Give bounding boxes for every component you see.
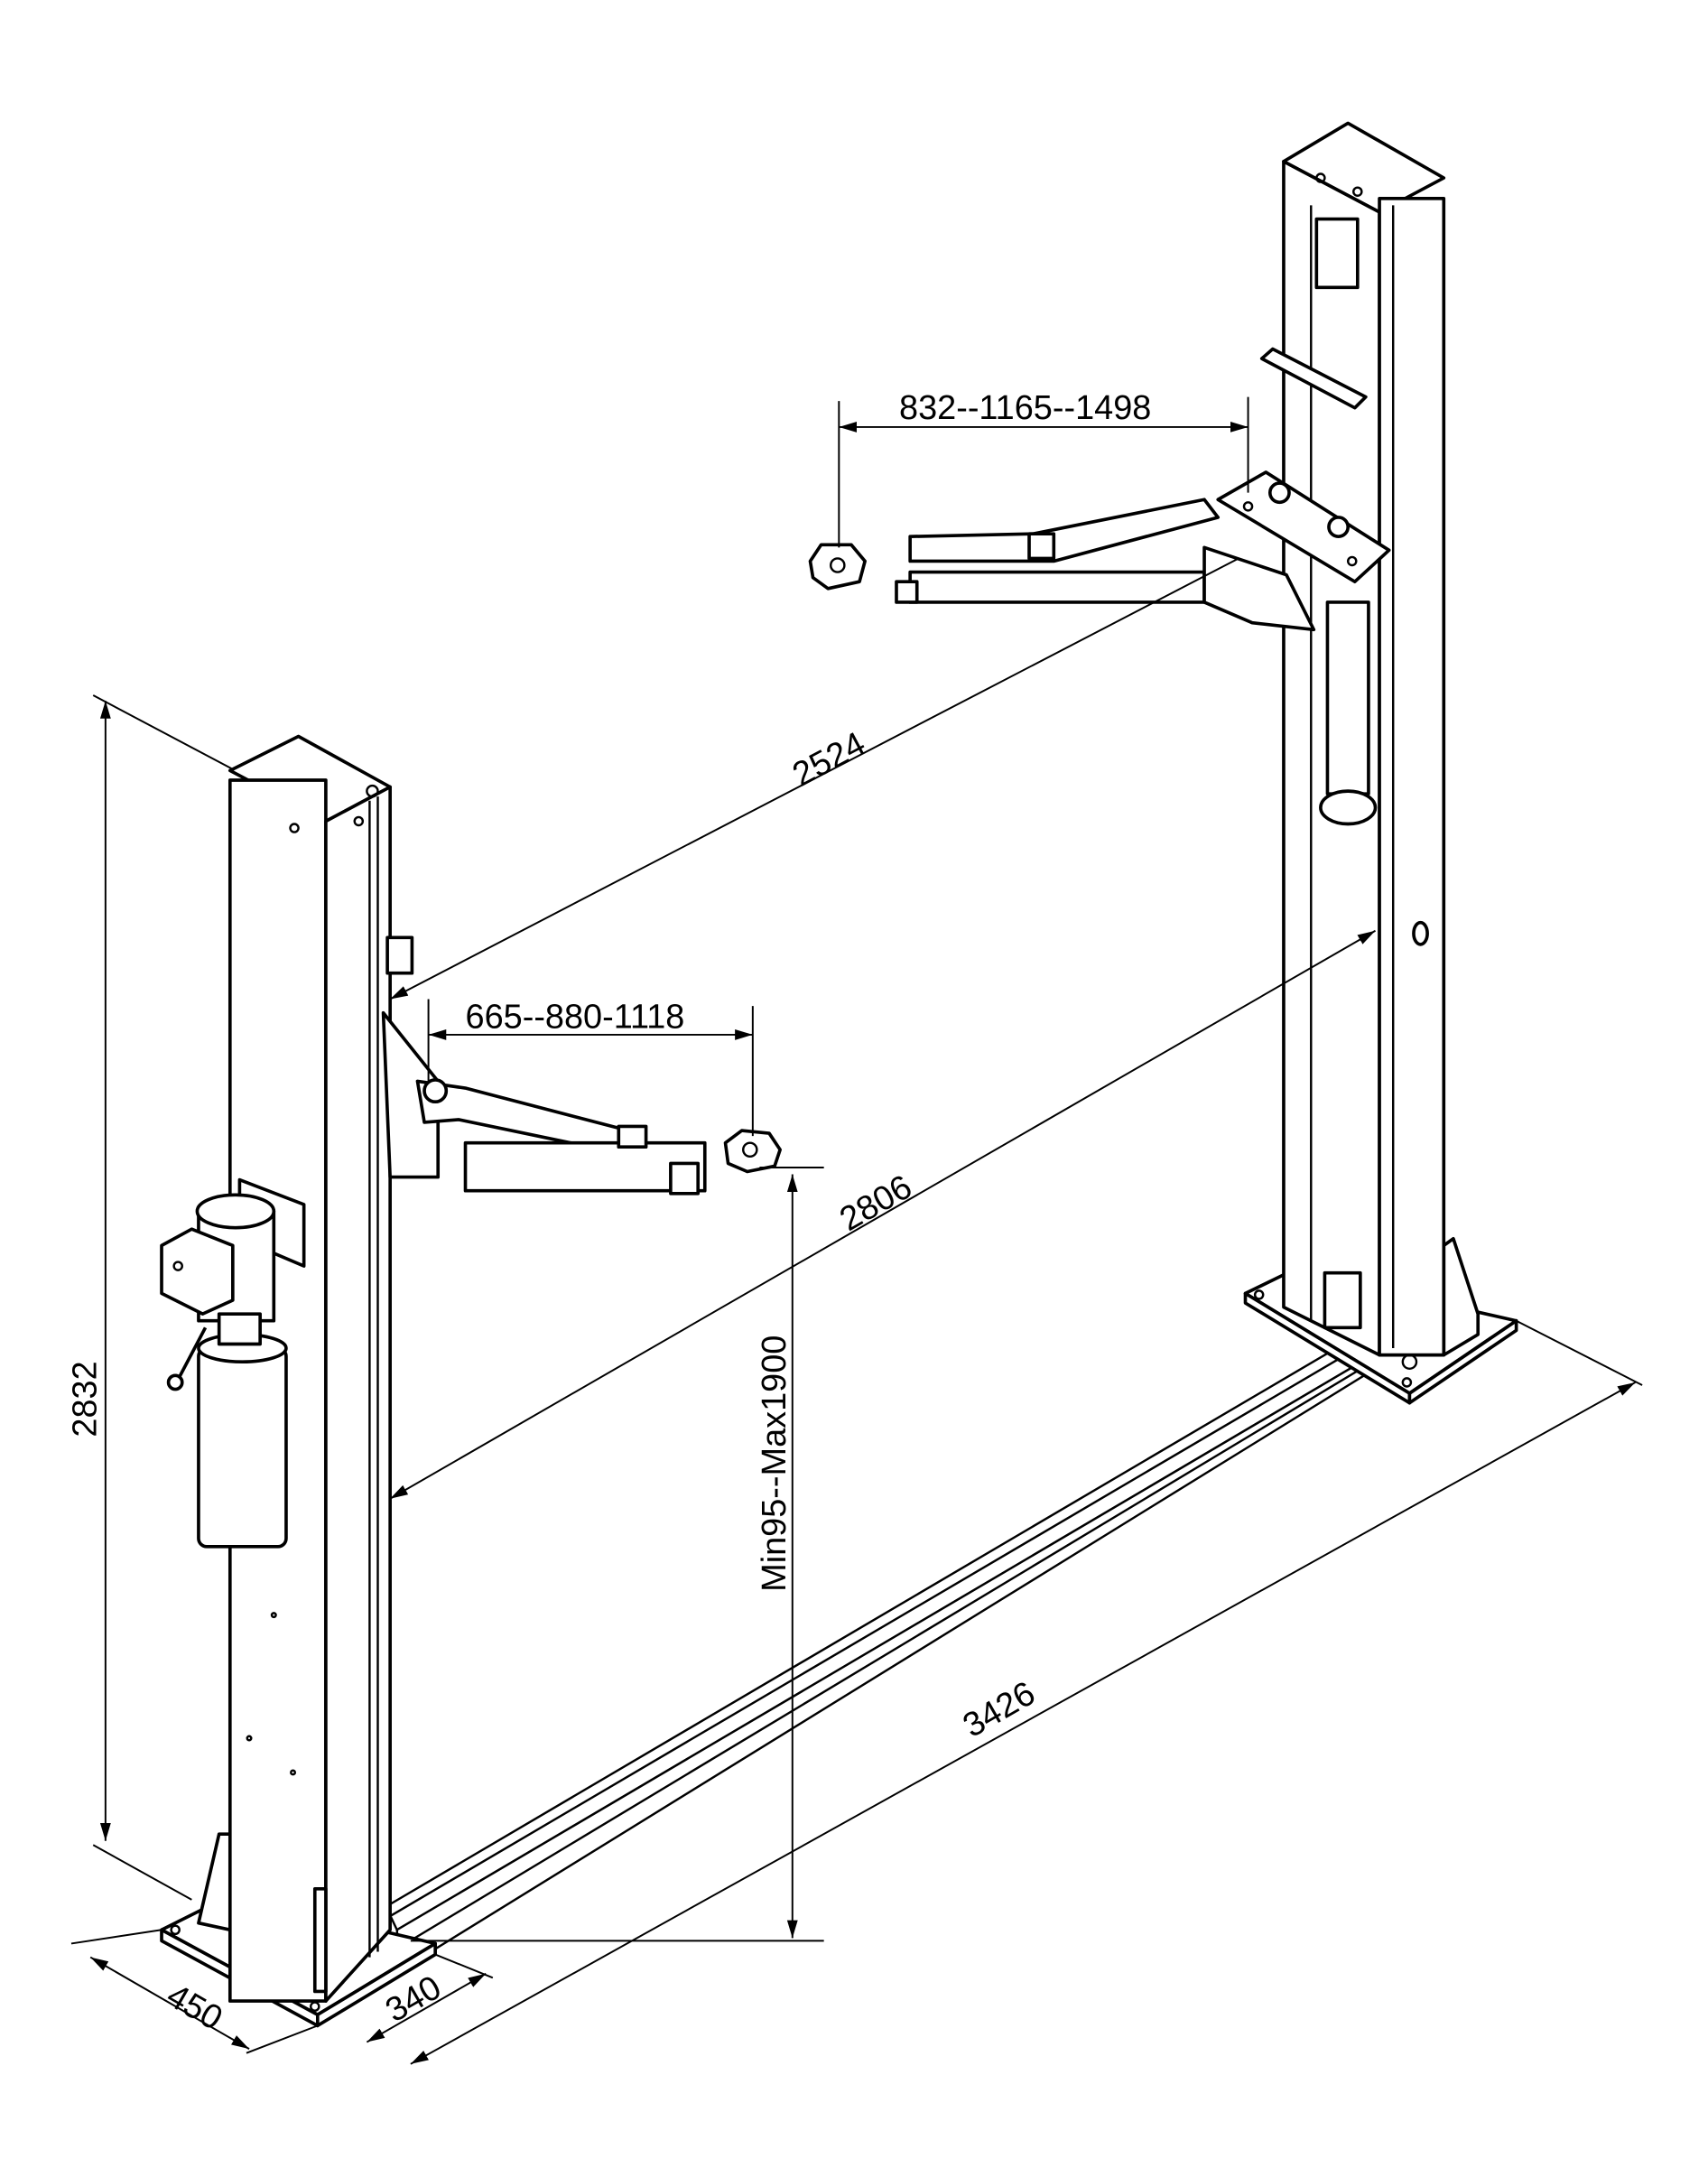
inner-width-label: 2806: [833, 1168, 918, 1239]
base-depth-label: 450: [161, 1977, 229, 2038]
rear-lift-arm: [808, 470, 1391, 632]
dimension-rear-arm-reach: 832--1165--1498: [838, 389, 1249, 548]
floor-cover-plate: [385, 1339, 1371, 1973]
dimension-arm-span: 2524: [389, 557, 1239, 1000]
dimension-overall-height: 2832: [66, 694, 234, 1901]
front-arm-reach-label: 665--880-1118: [466, 998, 685, 1036]
overall-width-label: 3426: [957, 1674, 1042, 1745]
front-lift-arm: [381, 1010, 782, 1196]
dimension-overall-width: 3426: [410, 1319, 1643, 2065]
overall-height-label: 2832: [66, 1361, 104, 1437]
right-post: [1259, 121, 1446, 1357]
hydraulic-power-unit: [160, 1177, 306, 1549]
lift-height-label: Min95--Max1900: [756, 1335, 794, 1592]
rear-arm-reach-label: 832--1165--1498: [899, 389, 1151, 427]
arm-span-label: 2524: [786, 725, 871, 795]
